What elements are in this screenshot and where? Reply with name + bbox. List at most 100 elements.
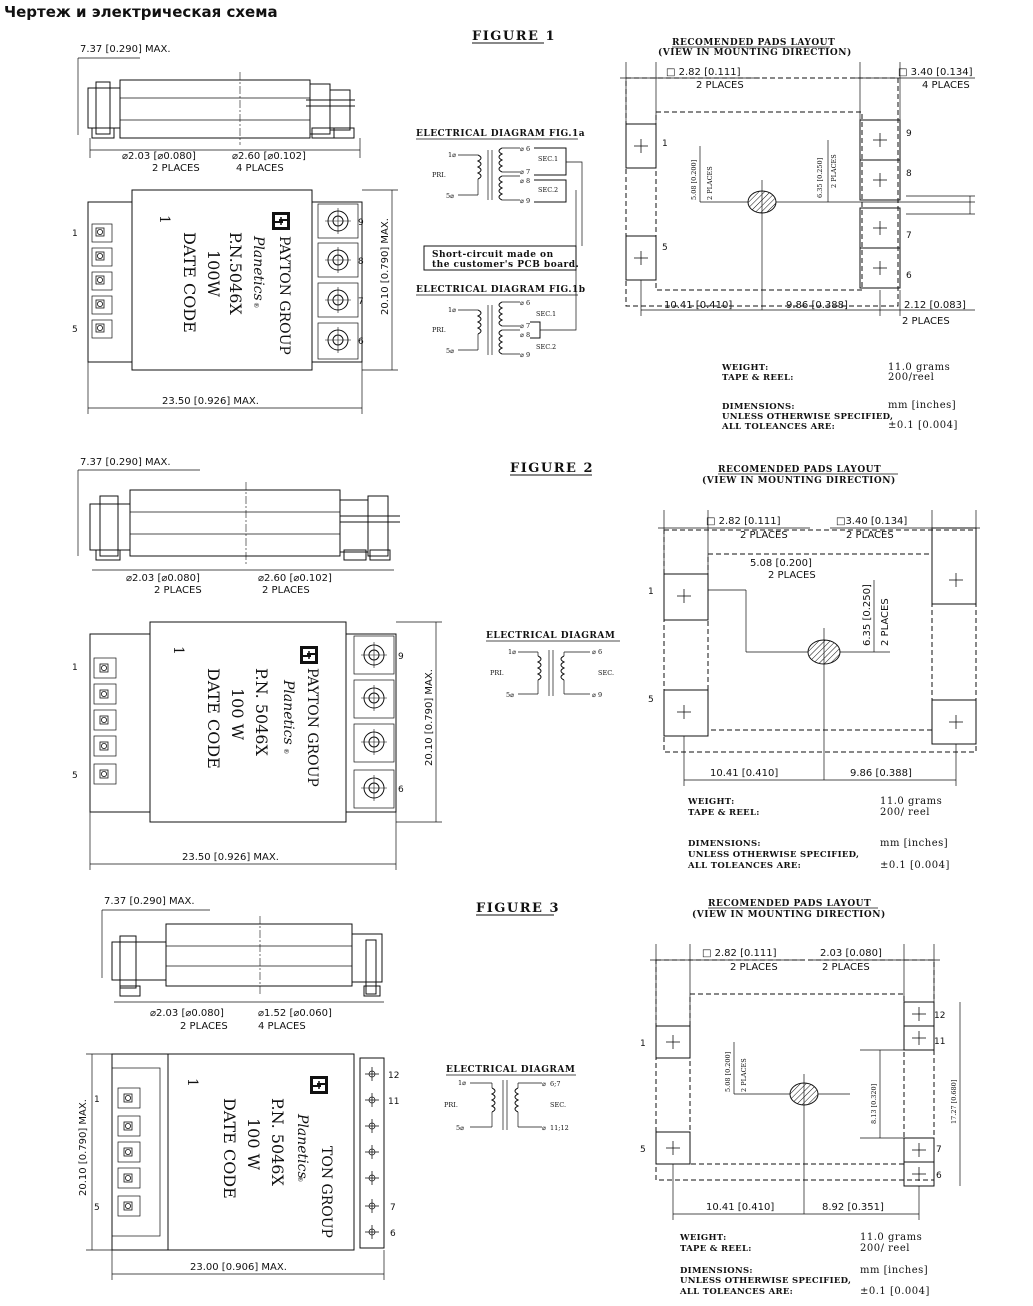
fig3-pad-h2: 8.92 [0.351] bbox=[822, 1202, 884, 1213]
fig1-side-view: 7.37 [0.290] MAX. ⌀2.03 [⌀0.080] ⌀2.60 [… bbox=[77, 44, 361, 174]
fig3-pad-pin-6: 6 bbox=[936, 1171, 942, 1181]
fig2-reg: ® bbox=[282, 748, 290, 755]
fig3-pin-11: 11 bbox=[388, 1097, 399, 1107]
fig2-pad-b-places: 2 PLACES bbox=[846, 530, 894, 541]
fig1a-pin1: 1⌀ bbox=[448, 151, 456, 159]
fig1-pad-h2: 9.86 [0.388] bbox=[786, 300, 848, 311]
fig3-dims-value: mm [inches] bbox=[860, 1265, 928, 1276]
fig1-pad-h1: 10.41 [0.410] bbox=[664, 300, 732, 311]
fig1-unless-label: UNLESS OTHERWISE SPECIFIED, bbox=[722, 412, 893, 422]
fig1-short-2: the customer's PCB board. bbox=[432, 260, 579, 270]
fig2-pad-h1: 10.41 [0.410] bbox=[710, 768, 778, 779]
fig2-tol-label: ALL TOLEANCES ARE: bbox=[687, 861, 801, 871]
fig2-pads-sub: (VIEW IN MOUNTING DIRECTION) bbox=[702, 475, 896, 486]
fig1-series: Planetics bbox=[250, 235, 266, 301]
fig1-pin-8: 8 bbox=[358, 257, 364, 267]
fig3-dim-len: 23.00 [0.906] MAX. bbox=[190, 1262, 287, 1273]
fig2-pn: P.N. 5046X bbox=[252, 668, 271, 756]
fig3-top-view: 1 5 12 11 7 6 1 TON GROUP Planetics bbox=[78, 1053, 399, 1280]
fig2-two-places-b: 2 PLACES bbox=[262, 585, 310, 596]
fig2-e-pin6: ⌀ 6 bbox=[592, 648, 602, 656]
fig2-pin-1: 1 bbox=[72, 663, 78, 673]
fig1-pad-b-places: 4 PLACES bbox=[922, 80, 970, 91]
fig2-dim-d2: ⌀2.60 [⌀0.102] bbox=[258, 573, 332, 584]
fig3-tape-label: TAPE & REEL: bbox=[680, 1244, 752, 1254]
fig1-pn: P.N.5046X bbox=[226, 232, 245, 315]
fig2-pad-pin-1: 1 bbox=[648, 587, 654, 597]
fig2-power: 100 W bbox=[228, 688, 247, 741]
fig3-pad-v2: 8.13 [0.320] bbox=[870, 1084, 878, 1124]
fig1-pad-v2: 6.35 [0.250] bbox=[816, 158, 824, 198]
fig1-tape-value: 200/reel bbox=[888, 372, 934, 383]
fig1-dim-max: 7.37 [0.290] MAX. bbox=[80, 44, 171, 55]
fig2-pad-v1: 5.08 [0.200] bbox=[750, 558, 812, 569]
fig3-specs: WEIGHT: 11.0 grams TAPE & REEL: 200/ ree… bbox=[679, 1232, 930, 1297]
fig3-pads-layout: RECOMENDED PADS LAYOUT (VIEW IN MOUNTING… bbox=[640, 899, 961, 1220]
fig3-dim-max: 7.37 [0.290] MAX. bbox=[104, 896, 195, 907]
figure-2: FIGURE 2 7.37 [0.290] MAX. ⌀2.03 [⌀0.080… bbox=[72, 457, 980, 871]
fig1-electrical: ELECTRICAL DIAGRAM FIG.1a 1⌀ 5⌀ PRI. ⌀ 6… bbox=[416, 129, 585, 359]
fig2-series: Planetics bbox=[280, 679, 296, 745]
fig1a-pin8: ⌀ 8 bbox=[520, 177, 530, 185]
fig2-e-pin1: 1⌀ bbox=[508, 648, 516, 656]
fig1a-sec1: SEC.1 bbox=[538, 155, 558, 163]
fig1-dims-label: DIMENSIONS: bbox=[722, 402, 795, 412]
fig3-dims-label: DIMENSIONS: bbox=[680, 1266, 753, 1276]
fig3-dim-d2: ⌀1.52 [⌀0.060] bbox=[258, 1008, 332, 1019]
fig1-dim-d1: ⌀2.03 [⌀0.080] bbox=[122, 151, 196, 162]
fig3-two-places: 2 PLACES bbox=[180, 1021, 228, 1032]
fig2-brand: PAYTON GROUP bbox=[304, 668, 320, 787]
fig3-pad-a: □ 2.82 [0.111] bbox=[702, 948, 777, 959]
fig1-weight-label: WEIGHT: bbox=[721, 363, 769, 373]
figure-1: FIGURE 1 7.37 [0.290] MAX. ⌀2.03 [⌀0.080… bbox=[72, 29, 975, 432]
fig3-pad-v3: 17.27 [0.680] bbox=[950, 1080, 958, 1124]
fig1-tape-label: TAPE & REEL: bbox=[722, 373, 794, 383]
fig1-pad-pin-1: 1 bbox=[662, 139, 668, 149]
fig3-pin-5: 5 bbox=[94, 1203, 100, 1213]
fig1a-sec2: SEC.2 bbox=[538, 186, 558, 194]
fig3-dim-d1: ⌀2.03 [⌀0.080] bbox=[150, 1008, 224, 1019]
fig3-pin-7: 7 bbox=[390, 1203, 396, 1213]
fig2-specs: WEIGHT: 11.0 grams TAPE & REEL: 200/ ree… bbox=[687, 796, 949, 871]
fig2-electrical: ELECTRICAL DIAGRAM 1⌀ 5⌀ PRI. ⌀ 6 ⌀ 9 SE… bbox=[486, 631, 620, 699]
fig1b-pin7: ⌀ 7 bbox=[520, 322, 530, 330]
fig3-dim-h: 20.10 [0.790] MAX. bbox=[78, 1099, 89, 1196]
fig1-pad-h3: 2.12 [0.083] bbox=[904, 300, 966, 311]
fig3-pin-1: 1 bbox=[94, 1095, 100, 1105]
fig3-e-pri: PRI. bbox=[444, 1101, 458, 1109]
fig1-brand: PAYTON GROUP bbox=[276, 236, 292, 355]
fig2-dim-len: 23.50 [0.926] MAX. bbox=[182, 852, 279, 863]
fig1b-sec2: SEC.2 bbox=[536, 343, 556, 351]
fig1-power: 100W bbox=[204, 250, 223, 298]
fig1-pad-pin-9: 9 bbox=[906, 129, 912, 139]
fig1-pads-title: RECOMENDED PADS LAYOUT bbox=[672, 38, 835, 48]
figure-3-title: FIGURE 3 bbox=[476, 901, 560, 916]
fig2-top-view: 1 5 9 6 1 PAYTON GROUP Planetics ® P.N. … bbox=[72, 621, 442, 870]
fig1-short-1: Short-circuit made on bbox=[432, 250, 554, 260]
fig2-elec: ELECTRICAL DIAGRAM bbox=[486, 631, 615, 641]
figure-2-title: FIGURE 2 bbox=[510, 461, 594, 476]
fig1-tol-label: ALL TOLEANCES ARE: bbox=[721, 422, 835, 432]
fig1b-pin1: 1⌀ bbox=[448, 306, 456, 314]
fig3-weight-value: 11.0 grams bbox=[860, 1232, 922, 1243]
fig2-weight-label: WEIGHT: bbox=[687, 797, 735, 807]
fig2-e-sec: SEC. bbox=[598, 669, 614, 677]
fig3-pad-b: 2.03 [0.080] bbox=[820, 948, 882, 959]
fig1-pin-1: 1 bbox=[72, 229, 78, 239]
fig1-dim-d2: ⌀2.60 [⌀0.102] bbox=[232, 151, 306, 162]
fig3-tol-value: ±0.1 [0.004] bbox=[860, 1286, 930, 1297]
fig1-pad-a: □ 2.82 [0.111] bbox=[666, 67, 741, 78]
fig1b-pin6: ⌀ 6 bbox=[520, 299, 530, 307]
fig1b-sec1: SEC.1 bbox=[536, 310, 556, 318]
fig3-pad-a-places: 2 PLACES bbox=[730, 962, 778, 973]
fig2-pad-v2: 6.35 [0.250] bbox=[862, 584, 873, 646]
fig3-e-pin1: 1⌀ bbox=[458, 1079, 466, 1087]
fig3-weight-label: WEIGHT: bbox=[679, 1233, 727, 1243]
fig2-two-places-a: 2 PLACES bbox=[154, 585, 202, 596]
fig3-e-pin1112: 11;12 bbox=[550, 1124, 569, 1132]
fig1-weight-value: 11.0 grams bbox=[888, 362, 950, 373]
fig2-side-view: 7.37 [0.290] MAX. ⌀2.03 [⌀0.080] ⌀2.60 [… bbox=[77, 457, 400, 596]
fig2-pad-h2: 9.86 [0.388] bbox=[850, 768, 912, 779]
fig1-pad-pin-8: 8 bbox=[906, 169, 912, 179]
